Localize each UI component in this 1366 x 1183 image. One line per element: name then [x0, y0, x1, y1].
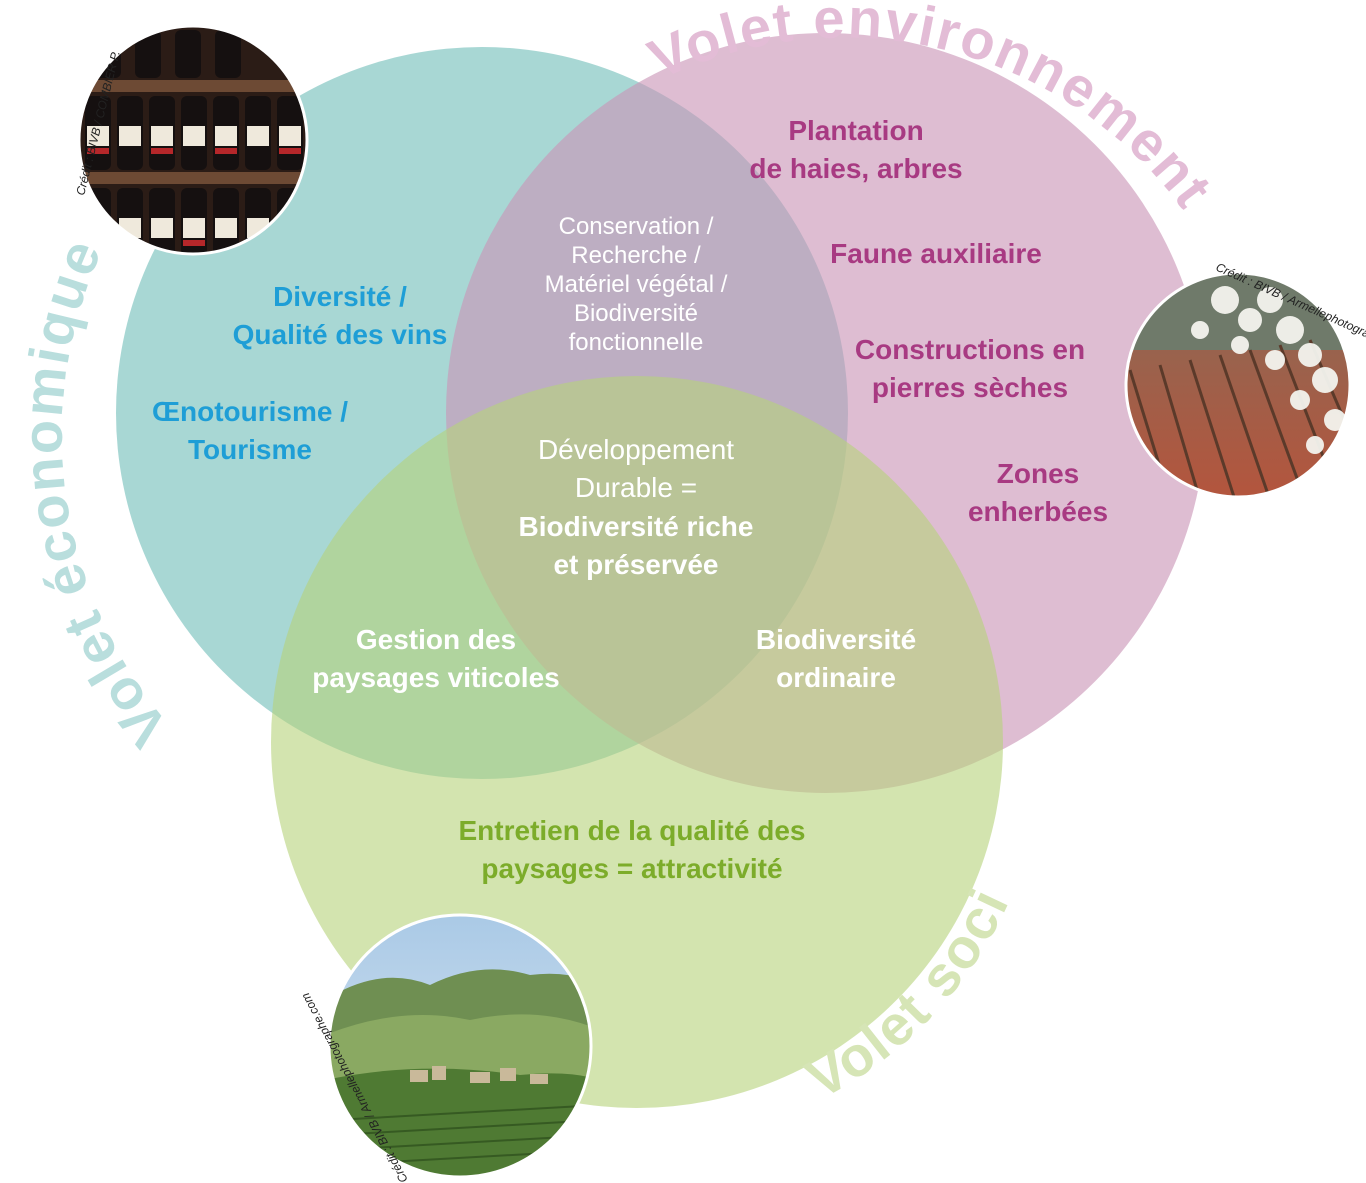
label-gestion-paysages: Gestion des paysages viticoles [312, 624, 560, 693]
label-entretien-qualite: Entretien de la qualité des paysages = a… [458, 815, 806, 884]
label-biodiversite-ordinaire: Biodiversité ordinaire [755, 624, 917, 693]
label-biodiversite-riche: Biodiversité riche et préservée [518, 511, 754, 580]
label-developpement-durable: Développement Durable = [537, 434, 735, 503]
label-zones-enherbees: Zones enherbées [967, 458, 1109, 527]
label-plantation-haies: Plantation de haies, arbres [749, 115, 963, 184]
label-faune-auxiliaire: Faune auxiliaire [830, 238, 1042, 269]
label-diversite-qualite: Diversité / Qualité des vins [232, 281, 448, 350]
label-oenotourisme: Œnotourisme / Tourisme [151, 396, 348, 465]
label-conservation-recherche: Conservation / Recherche / Matériel végé… [544, 213, 728, 356]
label-constructions-pierres: Constructions en pierres sèches [854, 334, 1086, 403]
vineyard-landscape-photo [327, 913, 593, 1179]
wine-bottles-photo [77, 24, 309, 256]
